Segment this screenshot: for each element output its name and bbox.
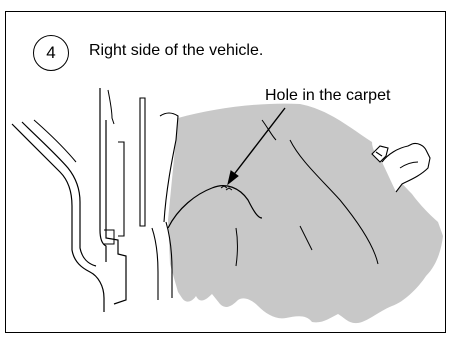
sill-outline (105, 120, 127, 305)
callout-label: Hole in the carpet (265, 87, 391, 104)
sill-strip-2 (139, 97, 146, 227)
carpet-fold-line-4 (299, 225, 313, 251)
hole-marker (220, 185, 233, 191)
step-number: 4 (46, 43, 56, 62)
callout-arrowhead (227, 170, 239, 186)
carpet-fold-line-3 (261, 119, 277, 141)
seat-edge-right (165, 221, 173, 298)
hand-icon (381, 142, 431, 193)
hand-finger (399, 161, 419, 169)
carpet-fold-line-1 (289, 139, 379, 265)
carpet-fold-line-2 (235, 227, 238, 267)
door-panel-outline-outer (11, 123, 105, 312)
step-title: Right side of the vehicle. (89, 42, 264, 59)
door-panel-outline-inner (21, 121, 97, 267)
sill-strip-1 (118, 141, 125, 237)
pillar-right (107, 89, 115, 125)
seat-top-curve (159, 112, 179, 223)
step-number-badge: 4 (33, 35, 69, 71)
carpet-ridge-line (167, 185, 263, 229)
callout-arrow-line (231, 107, 286, 178)
door-panel-outline-edge (33, 119, 77, 163)
pillar-left (99, 88, 107, 262)
clip-icon (371, 145, 389, 163)
seat-edge-left (151, 227, 159, 300)
sill-bracket (104, 229, 115, 245)
carpet-area (168, 103, 443, 324)
